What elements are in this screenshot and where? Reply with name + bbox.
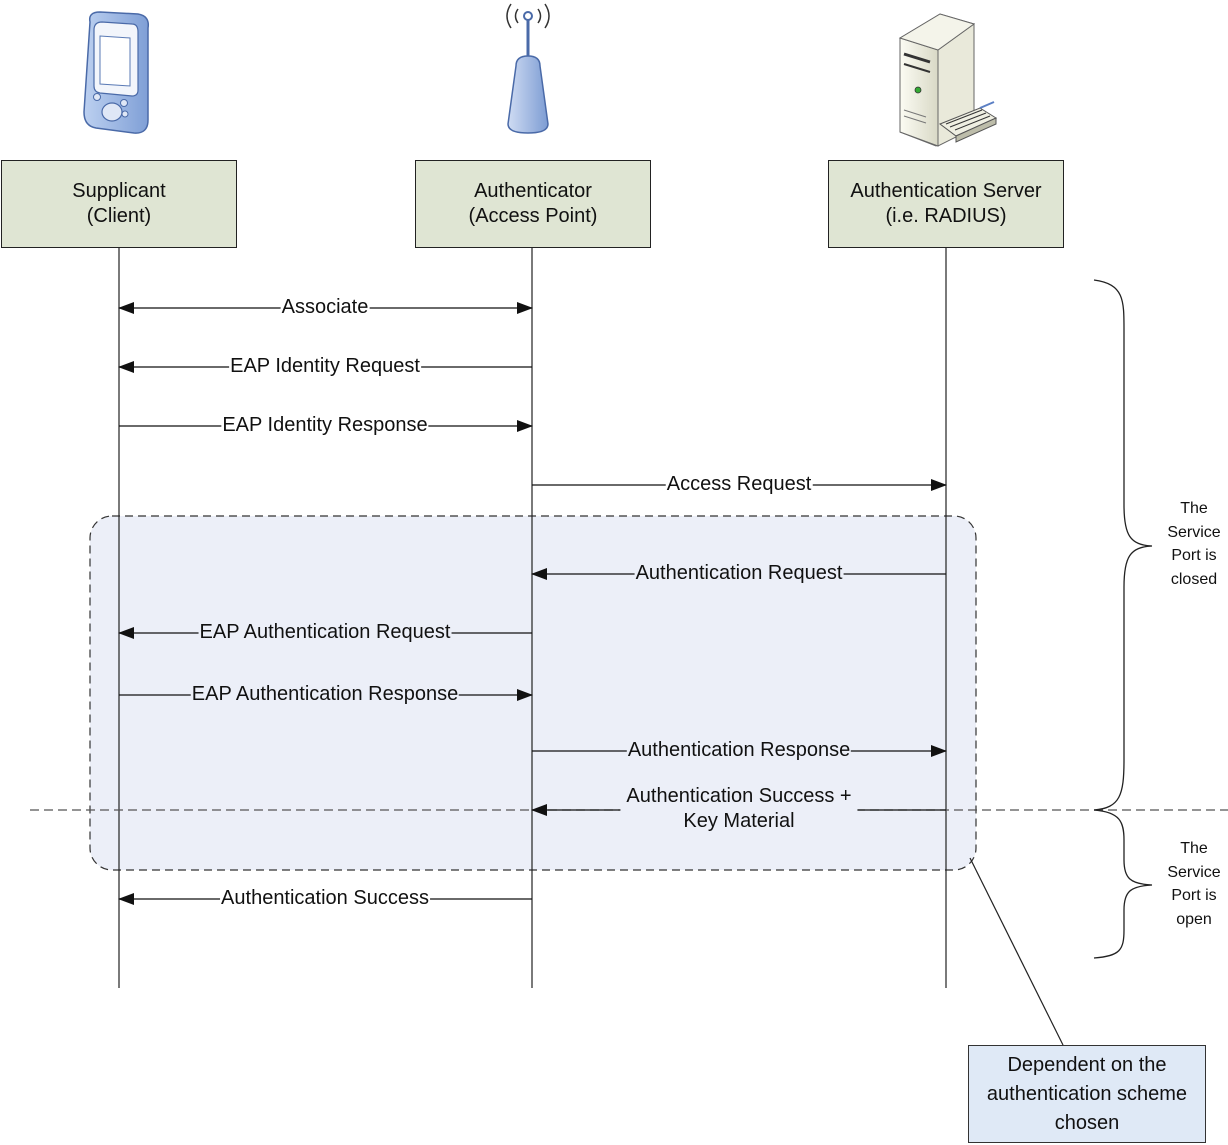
actor-name: Supplicant — [72, 180, 166, 202]
note-port-closed: The Service Port is closed — [1167, 500, 1221, 588]
msg-label-eap-authentication-request: EAP Authentication Request — [198, 620, 452, 644]
msg-label-authentication-response: Authentication Response — [626, 738, 852, 762]
msg-label-authentication-request: Authentication Request — [634, 561, 844, 585]
brace-port-closed — [1093, 279, 1153, 811]
actor-box-authenticator: Authenticator (Access Point) — [415, 160, 651, 248]
note-port-open: The Service Port is open — [1167, 840, 1221, 928]
msg-label-authentication-success-key: Authentication Success + Key Material — [620, 782, 858, 836]
msg-label-authentication-success: Authentication Success — [220, 886, 430, 910]
actor-box-supplicant: Supplicant (Client) — [1, 160, 237, 248]
actor-name: Authentication Server — [850, 180, 1042, 202]
msg-label-eap-identity-request: EAP Identity Request — [229, 354, 421, 378]
brace-port-open — [1093, 809, 1153, 959]
actor-role: (i.e. RADIUS) — [885, 205, 1007, 227]
pda-device-icon — [83, 11, 150, 134]
actor-box-server: Authentication Server (i.e. RADIUS) — [828, 160, 1064, 248]
msg-label-associate: Associate — [280, 295, 370, 319]
callout-scheme-dependent: Dependent on the authentication scheme c… — [968, 1045, 1206, 1143]
actor-name: Authenticator — [474, 180, 592, 202]
msg-label-eap-identity-response: EAP Identity Response — [221, 413, 429, 437]
wireless-access-point-icon — [506, 3, 550, 134]
actor-role: (Access Point) — [468, 205, 598, 227]
msg-label-access-request: Access Request — [665, 472, 813, 496]
scheme-dependent-region — [89, 515, 977, 871]
callout-connector — [969, 857, 1064, 1046]
actor-role: (Client) — [86, 205, 152, 227]
msg-label-eap-authentication-response: EAP Authentication Response — [190, 682, 460, 706]
server-tower-icon — [898, 13, 998, 147]
